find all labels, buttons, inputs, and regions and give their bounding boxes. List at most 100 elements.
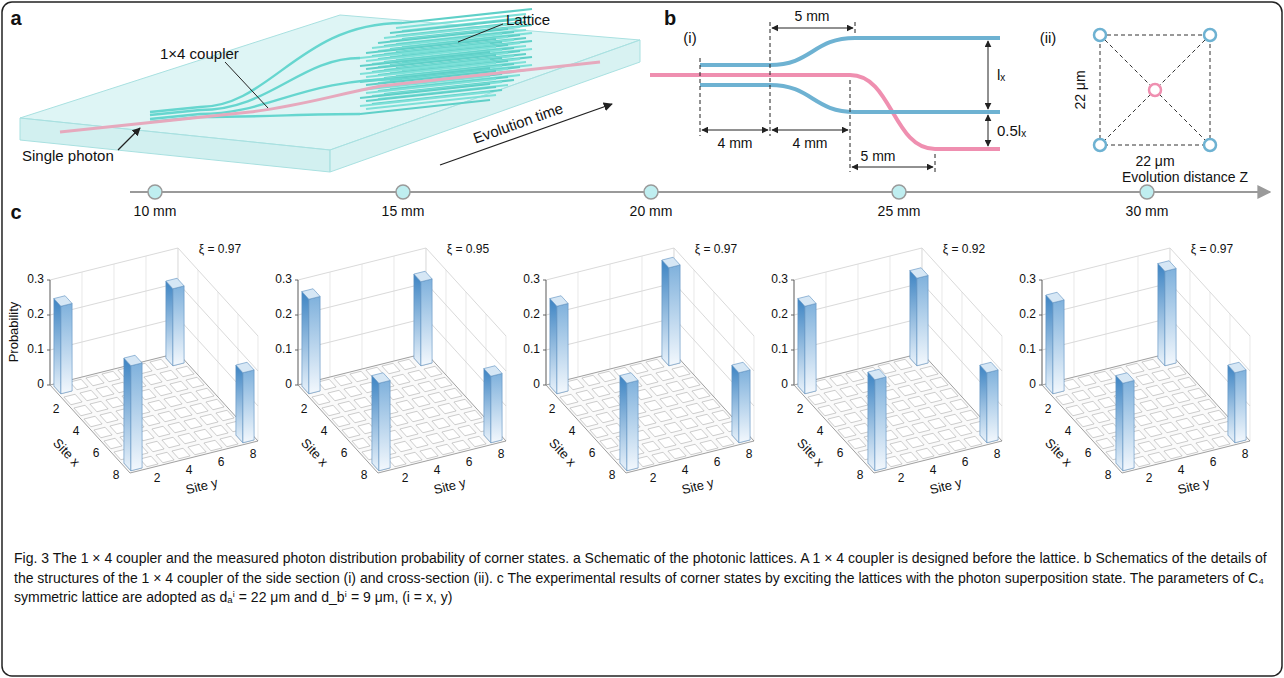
tick-label: 6 <box>218 456 225 470</box>
panel-letter: a <box>10 7 21 30</box>
axis-title: Evolution distance Z <box>1122 169 1248 185</box>
tick-label: 4 <box>434 464 441 478</box>
fidelity-value: ξ = 0.97 <box>199 243 241 257</box>
axis-title: Site x <box>1041 436 1074 470</box>
tick-label: 2 <box>898 472 905 486</box>
tick-label: 6 <box>466 456 473 470</box>
part-name: Single photon <box>22 147 114 164</box>
figure-caption: Fig. 3 The 1 × 4 coupler and the measure… <box>14 549 1270 608</box>
tick-label: 8 <box>498 448 505 462</box>
bar-chart-3d <box>47 248 258 473</box>
tick-label: 4 <box>1065 425 1072 439</box>
tick-label: 6 <box>1210 456 1217 470</box>
tick-label: 0.1 <box>1019 343 1036 357</box>
distance-label: 10 mm <box>134 203 177 219</box>
tick-label: 0.3 <box>1019 273 1036 287</box>
dimension: 4 mm <box>718 135 753 151</box>
tick-label: 8 <box>250 448 257 462</box>
chip-schematic <box>20 9 640 172</box>
axis-title: Site y <box>680 476 715 498</box>
tick-label: 0 <box>781 378 788 392</box>
tick-label: 2 <box>549 403 556 417</box>
tick-label: 6 <box>93 447 100 461</box>
dimension: 22 μm <box>1072 70 1088 109</box>
fidelity-value: ξ = 0.95 <box>447 243 489 257</box>
tick-label: 4 <box>682 464 689 478</box>
bar-chart-3d <box>1039 248 1250 473</box>
panel-letter: b <box>664 7 676 30</box>
tick-label: 6 <box>1085 447 1092 461</box>
axis-title: Site y <box>184 476 219 498</box>
distance-label: 30 mm <box>1126 203 1169 219</box>
tick-label: 2 <box>154 472 161 486</box>
axis-title: Site x <box>49 436 82 470</box>
distance-label: 25 mm <box>878 203 921 219</box>
tick-label: 4 <box>73 425 80 439</box>
tick-label: 0.1 <box>523 343 540 357</box>
tick-label: 2 <box>797 403 804 417</box>
dimension: lₓ <box>997 66 1005 83</box>
tick-label: 6 <box>962 456 969 470</box>
tick-label: 8 <box>857 469 864 483</box>
tick-label: 0.3 <box>771 273 788 287</box>
tick-label: 0.3 <box>523 273 540 287</box>
subpanel-label: (i) <box>683 29 696 46</box>
subpanel-label: (ii) <box>1040 29 1057 46</box>
tick-label: 8 <box>113 469 120 483</box>
fidelity-value: ξ = 0.92 <box>943 243 985 257</box>
coupler-cross-section <box>1094 29 1216 151</box>
tick-label: 4 <box>1178 464 1185 478</box>
tick-label: 4 <box>321 425 328 439</box>
tick-label: 0 <box>37 378 44 392</box>
dimension: 22 μm <box>1135 153 1174 169</box>
axis-title: Site x <box>545 436 578 470</box>
panel-letter: c <box>10 201 21 224</box>
part-name: 1×4 coupler <box>160 45 239 62</box>
tick-label: 2 <box>402 472 409 486</box>
tick-label: 4 <box>817 425 824 439</box>
tick-label: 2 <box>650 472 657 486</box>
tick-label: 4 <box>930 464 937 478</box>
part-name: Lattice <box>506 11 550 28</box>
tick-label: 6 <box>714 456 721 470</box>
tick-label: 2 <box>53 403 60 417</box>
tick-label: 6 <box>837 447 844 461</box>
fidelity-value: ξ = 0.97 <box>695 243 737 257</box>
bar-chart-3d <box>543 248 754 473</box>
tick-label: 0 <box>1029 378 1036 392</box>
tick-label: 6 <box>341 447 348 461</box>
tick-label: 0.3 <box>275 273 292 287</box>
tick-label: 0.2 <box>27 308 44 322</box>
tick-label: 2 <box>1146 472 1153 486</box>
distance-label: 20 mm <box>630 203 673 219</box>
tick-label: 2 <box>1045 403 1052 417</box>
tick-label: 8 <box>1105 469 1112 483</box>
evolution-timeline <box>130 185 1270 199</box>
tick-label: 0.3 <box>27 273 44 287</box>
tick-label: 4 <box>569 425 576 439</box>
tick-label: 8 <box>361 469 368 483</box>
bar-chart-3d <box>791 248 1002 473</box>
tick-label: 0 <box>533 378 540 392</box>
tick-label: 8 <box>994 448 1001 462</box>
dimension: 5 mm <box>795 8 830 24</box>
fidelity-value: ξ = 0.97 <box>1191 243 1233 257</box>
axis-title: Site x <box>297 436 330 470</box>
axis-title: Probability <box>7 302 22 363</box>
dimension: 5 mm <box>861 148 896 164</box>
axis-title: Site y <box>1176 476 1211 498</box>
tick-label: 8 <box>1242 448 1249 462</box>
tick-label: 0.1 <box>27 343 44 357</box>
tick-label: 8 <box>746 448 753 462</box>
axis-title: Site y <box>928 476 963 498</box>
axis-title: Site y <box>432 476 467 498</box>
tick-label: 0.2 <box>275 308 292 322</box>
tick-label: 4 <box>186 464 193 478</box>
tick-label: 0.2 <box>771 308 788 322</box>
bar-chart-3d <box>295 248 506 473</box>
tick-label: 0.2 <box>1019 308 1036 322</box>
tick-label: 0 <box>285 378 292 392</box>
tick-label: 6 <box>589 447 596 461</box>
tick-label: 8 <box>609 469 616 483</box>
